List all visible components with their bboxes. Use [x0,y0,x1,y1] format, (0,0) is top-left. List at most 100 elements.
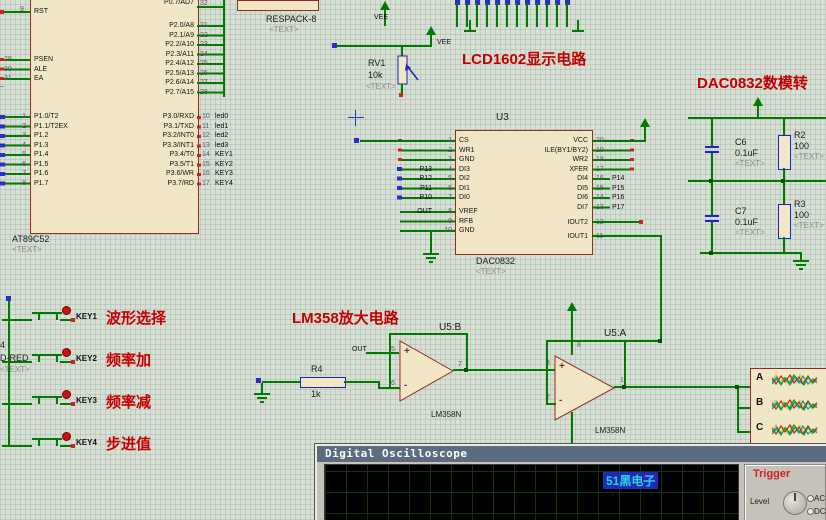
opamp-minus-sign: - [559,395,563,406]
pin-number: 17 [202,179,210,187]
pin-number: 1 [448,137,452,144]
wire [757,105,759,118]
opamp-u5a[interactable] [554,355,616,421]
key-ref-label: KEY1 [76,312,97,321]
key-ref-label: KEY3 [76,396,97,405]
r4-value: 1k [311,389,321,399]
rv1-potentiometer[interactable] [392,54,420,88]
level-knob[interactable] [783,491,807,515]
key-actuator [32,354,62,356]
resistor-r4[interactable] [300,377,346,388]
wire [453,369,555,371]
pin-end [71,318,75,322]
origin-crosshair-icon [348,117,364,118]
pin-number: 11 [202,122,210,130]
key-switch[interactable]: KEY4 步进值 [0,425,280,467]
wire [571,318,573,355]
key-actuator [32,438,62,440]
key-contact [38,398,40,404]
wire [644,126,646,142]
pin-label: P2.0/A8 [169,22,194,29]
pin-stubs [592,174,610,212]
junction-dot [709,179,713,183]
key-function-label: 频率加 [106,352,152,369]
u5b-part-label: LM358N [431,410,462,419]
net-label: led0 [215,113,229,120]
pin-name: GND [459,156,475,163]
trigger-label: Trigger [753,468,791,480]
respack-8[interactable] [237,0,319,11]
channel-letter: C [756,422,764,433]
key-button-icon[interactable] [62,390,71,399]
key-switch[interactable]: KEY2 频率加 [0,341,280,383]
pin-stubs [0,112,30,188]
wire [624,341,626,388]
ground-icon [793,260,809,272]
pin-number: 19 [596,146,604,154]
wire [688,117,826,119]
wire [378,381,380,389]
wire [389,333,391,389]
pin-number: 2 [448,146,452,154]
key-button-icon[interactable] [62,348,71,357]
key-button-icon[interactable] [62,432,71,441]
wire [366,352,399,354]
window-titlebar[interactable]: Digital Oscilloscope [317,446,826,462]
terminal-squares [455,0,570,5]
resistor-r2[interactable] [778,135,791,170]
dac0832-chip[interactable] [455,130,593,255]
wire [546,340,661,342]
cut-label: D-RED [0,353,29,363]
pin-number: 22 [200,31,208,39]
cut-label-text: <TEXT> [0,365,30,374]
net-label [404,136,432,146]
key-contact [38,440,40,446]
pin-end [71,444,75,448]
dc-label: DC [814,507,826,516]
net-label: KEY1 [215,151,233,158]
wire [197,6,225,8]
respack-part-label: RESPACK-8 [266,14,317,24]
rv1-text-placeholder: <TEXT> [366,82,396,91]
wire [401,84,403,94]
wire [344,381,380,383]
u5a-ref: U5:A [604,328,627,339]
c6-text: <TEXT> [735,159,765,168]
ac-radio[interactable] [807,495,814,502]
mcu-at89c52[interactable] [30,0,199,234]
key-switch[interactable]: KEY3 频率减 [0,383,280,425]
pin-number: 16 [596,175,604,182]
pin-label: P2.5/A13 [165,69,194,77]
pin-number: 7 [22,170,26,177]
key-function-label: 步进值 [106,436,152,453]
opamp-u5b[interactable] [399,340,455,402]
net-label: P15 [612,184,625,192]
key-switch[interactable]: KEY1 波形选择 [0,299,280,341]
pin-number: 27 [200,79,208,86]
key-button-icon[interactable] [62,306,71,315]
pin-number: 3 [22,132,26,139]
mcu-text-placeholder: <TEXT> [12,245,42,254]
power-arrow-icon [640,118,650,127]
pin-label: P3.4/T0 [169,151,194,158]
pin-number: 2 [22,122,26,130]
wire [430,231,432,253]
key-contact [56,398,58,404]
pin-name: IOUT1 [567,233,588,240]
pin-number: 26 [200,69,208,77]
dc-radio[interactable] [807,508,814,515]
key-contact [56,440,58,446]
wire [546,403,556,405]
pin-end [639,220,643,224]
wire [614,386,750,388]
pin-label: P3.5/T1 [169,160,194,168]
oscilloscope-window[interactable]: Digital Oscilloscope 51黑电子 Trigger Level… [315,444,826,520]
dac-ref: U3 [496,112,509,123]
resistor-r3[interactable] [778,204,791,239]
wire [60,319,72,321]
wire [2,445,32,447]
wire [711,182,713,215]
wire [608,140,646,142]
